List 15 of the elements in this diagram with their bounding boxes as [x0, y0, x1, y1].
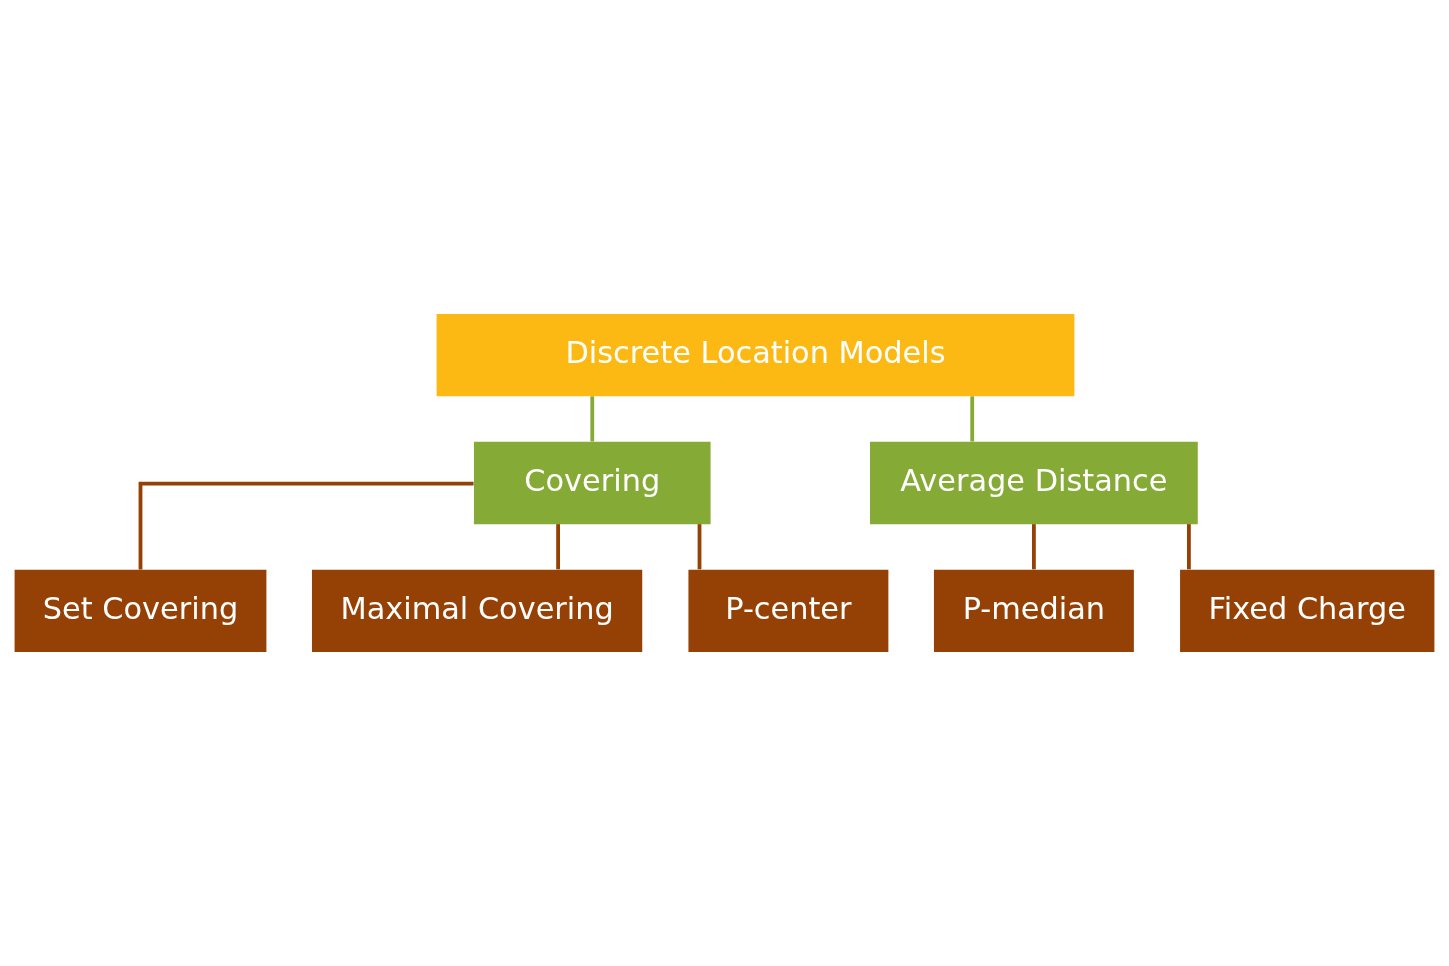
node-box: Discrete Location Models	[436, 314, 1075, 397]
node-box: Covering	[473, 441, 711, 525]
node-box: Maximal Covering	[311, 569, 643, 652]
connector	[590, 396, 595, 442]
node-box: Set Covering	[14, 569, 267, 652]
node-box: P-center	[688, 569, 889, 652]
connector	[1032, 524, 1036, 570]
connector	[556, 524, 560, 570]
connector	[138, 481, 474, 570]
connector	[970, 396, 975, 442]
node-box: Average Distance	[870, 441, 1198, 525]
node-box: P-median	[933, 569, 1134, 652]
connector	[1187, 524, 1191, 570]
connector	[697, 524, 702, 570]
node-box: Fixed Charge	[1180, 569, 1435, 652]
